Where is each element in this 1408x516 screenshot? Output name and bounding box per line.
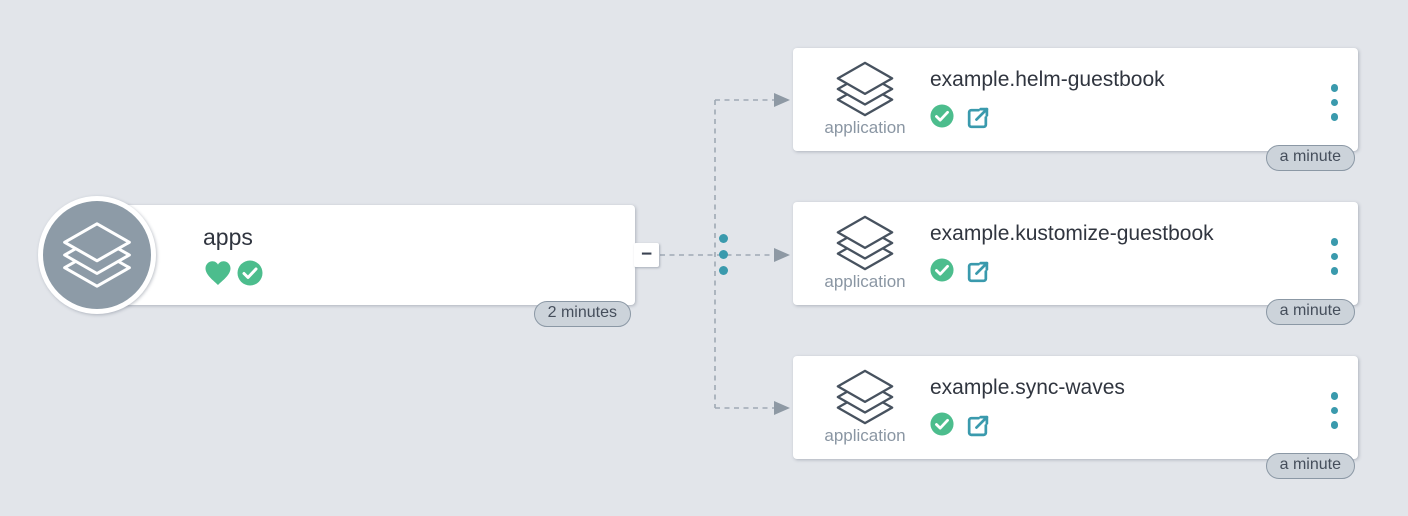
- age-badge: a minute: [1265, 299, 1355, 325]
- synced-check-icon: [930, 258, 954, 287]
- node-title: example.helm-guestbook: [930, 68, 1165, 91]
- arrowhead-icon: [774, 401, 790, 415]
- application-node[interactable]: application example.helm-guestbook a min…: [793, 48, 1358, 171]
- node-title: apps: [203, 224, 253, 250]
- health-heart-icon: [204, 260, 232, 291]
- collapse-button[interactable]: −: [634, 243, 659, 267]
- application-node[interactable]: application example.kustomize-guestbook …: [793, 202, 1358, 325]
- resource-kind-label: application: [824, 118, 906, 137]
- kebab-menu-icon[interactable]: [719, 234, 728, 275]
- external-link-icon[interactable]: [965, 106, 990, 131]
- node-title: example.sync-waves: [930, 376, 1125, 399]
- arrowhead-icon: [774, 93, 790, 107]
- synced-check-icon: [930, 412, 954, 441]
- application-node[interactable]: application example.sync-waves a minute: [793, 356, 1358, 479]
- apps-avatar[interactable]: [38, 196, 156, 314]
- synced-check-icon: [237, 260, 263, 291]
- kebab-menu-icon[interactable]: [1330, 392, 1338, 429]
- external-link-icon[interactable]: [965, 260, 990, 285]
- kebab-menu-icon[interactable]: [1330, 84, 1338, 121]
- layers-icon: [836, 61, 894, 117]
- age-badge: a minute: [1265, 453, 1355, 479]
- arrowhead-icon: [774, 248, 790, 262]
- node-apps[interactable]: apps − 2 minutes: [120, 205, 728, 327]
- age-badge: 2 minutes: [533, 301, 631, 327]
- layers-icon: [63, 222, 131, 288]
- external-link-icon[interactable]: [965, 414, 990, 439]
- resource-kind-label: application: [824, 272, 906, 291]
- node-title: example.kustomize-guestbook: [930, 222, 1214, 245]
- layers-icon: [836, 369, 894, 425]
- resource-kind-label: application: [824, 426, 906, 445]
- kebab-menu-icon[interactable]: [1330, 238, 1338, 275]
- age-badge: a minute: [1265, 145, 1355, 171]
- layers-icon: [836, 215, 894, 271]
- synced-check-icon: [930, 104, 954, 133]
